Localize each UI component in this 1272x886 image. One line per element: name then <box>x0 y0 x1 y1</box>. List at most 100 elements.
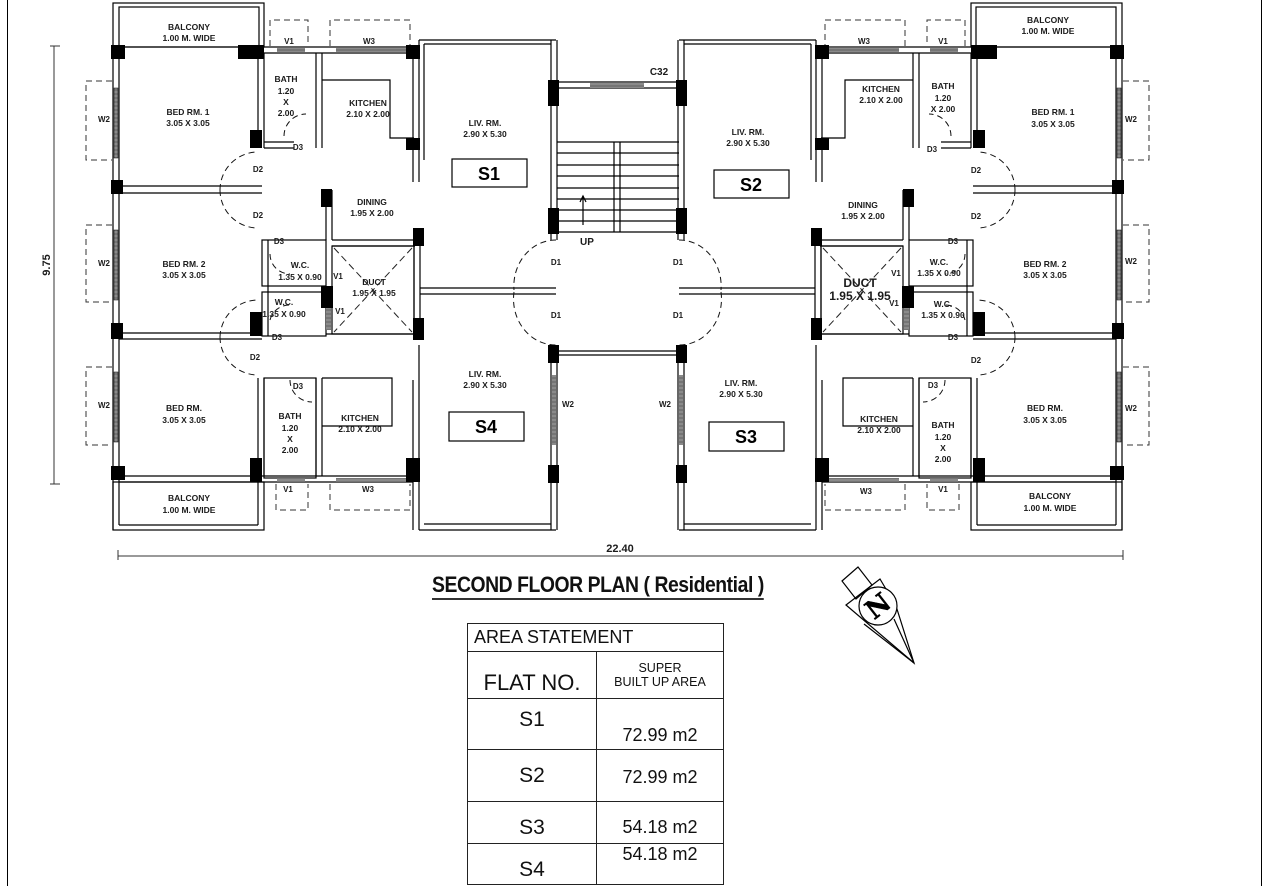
table-row: S1 72.99 m2 <box>467 698 724 750</box>
svg-text:1.20: 1.20 <box>935 93 952 103</box>
flat-tag-s3: S3 <box>708 421 785 452</box>
svg-text:1.20: 1.20 <box>935 432 952 442</box>
svg-text:2.00: 2.00 <box>935 454 952 464</box>
svg-text:BATH: BATH <box>932 420 955 430</box>
table-row: S2 72.99 m2 <box>467 749 724 802</box>
svg-text:D1: D1 <box>673 258 684 267</box>
staircase <box>557 81 679 356</box>
svg-text:W2: W2 <box>1125 115 1138 124</box>
svg-text:1.95 X 1.95: 1.95 X 1.95 <box>829 289 891 303</box>
kitchen-label: KITCHEN <box>349 98 387 108</box>
svg-text:1.95 X 1.95: 1.95 X 1.95 <box>352 288 396 298</box>
svg-text:1.00 M. WIDE: 1.00 M. WIDE <box>1022 26 1075 36</box>
svg-text:2.90 X 5.30: 2.90 X 5.30 <box>719 389 763 399</box>
flat-tag-s2: S2 <box>713 169 790 199</box>
bed1-size: 3.05 X 3.05 <box>166 118 210 128</box>
svg-text:DINING: DINING <box>848 200 878 210</box>
wing-left <box>85 2 560 531</box>
svg-text:D3: D3 <box>928 381 939 390</box>
svg-text:D1: D1 <box>551 311 562 320</box>
drawing-border-right <box>1261 0 1262 886</box>
room-labels-right: BALCONY 1.00 M. WIDE BED RM. 1 3.05 X 3.… <box>719 15 1077 513</box>
area-cell: 54.18 m2 <box>596 843 724 885</box>
svg-text:W3: W3 <box>362 485 375 494</box>
bed1-label: BED RM. 1 <box>167 107 210 117</box>
svg-text:2.00: 2.00 <box>278 108 295 118</box>
svg-text:3.05 X 3.05: 3.05 X 3.05 <box>1023 415 1067 425</box>
svg-text:1.20: 1.20 <box>278 86 295 96</box>
svg-text:W.C.: W.C. <box>934 299 952 309</box>
svg-text:V1: V1 <box>938 485 948 494</box>
svg-text:D2: D2 <box>253 165 264 174</box>
svg-text:1.35 X 0.90: 1.35 X 0.90 <box>262 309 306 319</box>
room-labels-left: BALCONY 1.00 M. WIDE BED RM. 1 3.05 X 3.… <box>162 22 507 515</box>
depth-dimension-label: 9.75 <box>41 254 53 275</box>
svg-text:V1: V1 <box>283 485 293 494</box>
area-cell: 72.99 m2 <box>596 698 724 750</box>
svg-text:V1: V1 <box>335 307 345 316</box>
dimension-depth <box>50 45 60 485</box>
svg-text:D2: D2 <box>971 166 982 175</box>
svg-text:W2: W2 <box>659 400 672 409</box>
svg-text:W2: W2 <box>562 400 575 409</box>
balcony-label: BALCONY <box>168 22 210 32</box>
svg-text:D2: D2 <box>971 356 982 365</box>
svg-text:D2: D2 <box>253 211 264 220</box>
svg-text:3.05 X 3.05: 3.05 X 3.05 <box>1023 270 1067 280</box>
svg-text:BED RM. 1: BED RM. 1 <box>1032 107 1075 117</box>
flat-no-cell: S2 <box>467 749 597 802</box>
flat-tag-s1: S1 <box>451 158 528 188</box>
svg-text:S1: S1 <box>478 164 500 184</box>
svg-text:W3: W3 <box>363 37 376 46</box>
svg-text:D2: D2 <box>250 353 261 362</box>
flat-no-cell: S3 <box>467 801 597 844</box>
svg-text:W.C.: W.C. <box>930 257 948 267</box>
svg-text:W2: W2 <box>1125 257 1138 266</box>
svg-text:D3: D3 <box>948 333 959 342</box>
living-size: 2.90 X 5.30 <box>463 129 507 139</box>
svg-text:V1: V1 <box>333 272 343 281</box>
dining-size: 1.95 X 2.00 <box>350 208 394 218</box>
area-cell: 72.99 m2 <box>596 749 724 802</box>
svg-text:BALCONY: BALCONY <box>1027 15 1069 25</box>
drawing-title: SECOND FLOOR PLAN ( Residential ) <box>432 571 764 600</box>
width-dimension-label: 22.40 <box>606 543 634 555</box>
svg-text:BATH: BATH <box>932 81 955 91</box>
balcony-size: 1.00 M. WIDE <box>163 33 216 43</box>
wc-label: W.C. <box>291 260 309 270</box>
svg-text:1.35 X 0.90: 1.35 X 0.90 <box>917 268 961 278</box>
bed-label: BED RM. <box>166 403 202 413</box>
table-row: S3 54.18 m2 <box>467 801 724 844</box>
svg-text:W2: W2 <box>1125 404 1138 413</box>
stair-up-label: UP <box>580 237 594 248</box>
svg-text:W3: W3 <box>860 487 873 496</box>
svg-text:DUCT: DUCT <box>843 276 877 290</box>
flat-no-cell: S4 <box>467 843 597 885</box>
dimension-width <box>117 550 1124 560</box>
svg-text:X: X <box>287 434 293 444</box>
svg-text:BED RM. 2: BED RM. 2 <box>1024 259 1067 269</box>
bed2-label: BED RM. 2 <box>163 259 206 269</box>
svg-text:3.05 X 3.05: 3.05 X 3.05 <box>1031 119 1075 129</box>
svg-text:2.10 X 2.00: 2.10 X 2.00 <box>338 424 382 434</box>
north-arrow-icon: N <box>841 566 916 665</box>
svg-text:D3: D3 <box>293 382 304 391</box>
svg-text:D1: D1 <box>551 258 562 267</box>
svg-text:W2: W2 <box>98 115 111 124</box>
svg-text:W2: W2 <box>98 401 111 410</box>
kitchen-size: 2.10 X 2.00 <box>346 109 390 119</box>
svg-text:BED RM.: BED RM. <box>1027 403 1063 413</box>
drawing-border-left <box>7 0 8 886</box>
svg-text:D2: D2 <box>971 212 982 221</box>
svg-text:S3: S3 <box>735 427 757 447</box>
svg-text:1.35 X 0.90: 1.35 X 0.90 <box>921 310 965 320</box>
svg-text:S2: S2 <box>740 175 762 195</box>
table-row: S4 54.18 m2 <box>467 843 724 885</box>
svg-text:X: X <box>940 443 946 453</box>
svg-text:W2: W2 <box>98 259 111 268</box>
duct-label: DUCT <box>362 277 386 287</box>
bath-label: BATH <box>275 74 298 84</box>
living-label: LIV. RM. <box>469 118 502 128</box>
